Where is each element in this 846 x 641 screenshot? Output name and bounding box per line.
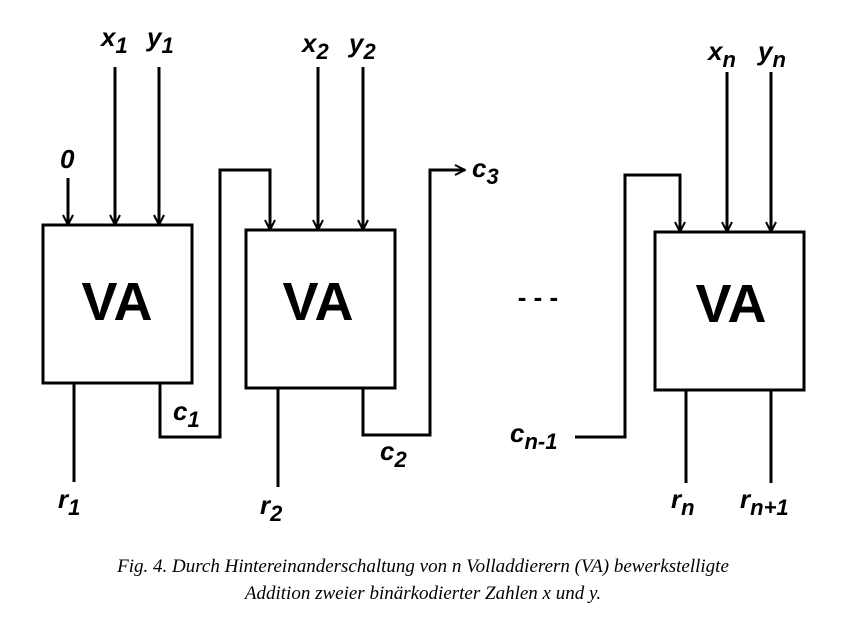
carry-in-label: 0 — [60, 144, 75, 174]
xn-label: xn — [706, 36, 736, 72]
carry-cn-1-wire — [575, 173, 680, 439]
carry-c1-wire — [158, 168, 270, 439]
c2-label: c2 — [380, 436, 407, 472]
y2-label: y2 — [347, 28, 376, 64]
x1-label: x1 — [99, 22, 128, 58]
r1-label: r1 — [58, 484, 80, 520]
ripple-carry-adder-diagram: VA x1 y1 0 r1 c1 VA x2 y2 r2 c2 c3 - - -… — [41, 22, 806, 526]
full-adder-n: VA xn yn rn rn+1 — [653, 36, 806, 520]
full-adder-1: VA x1 y1 0 r1 — [41, 22, 194, 520]
y1-label: y1 — [145, 22, 174, 58]
rn1-label: rn+1 — [740, 484, 789, 520]
c1-label: c1 — [173, 396, 200, 432]
rn-label: rn — [671, 484, 695, 520]
carry-c2-wire — [361, 170, 465, 437]
yn-label: yn — [756, 36, 786, 72]
adder-2-label: VA — [282, 272, 353, 332]
r2-label: r2 — [260, 490, 283, 526]
x2-label: x2 — [300, 28, 329, 64]
ellipsis: - - - — [518, 282, 558, 312]
full-adder-2: VA x2 y2 r2 — [244, 28, 397, 526]
adder-n-label: VA — [695, 274, 766, 334]
caption-line-2: Addition zweier binärkodierter Zahlen x … — [244, 583, 602, 604]
adder-1-label: VA — [81, 272, 152, 332]
caption-line-1: Fig. 4. Durch Hintereinanderschaltung vo… — [117, 556, 729, 577]
c3-label: c3 — [472, 153, 499, 189]
cn-1-label: cn-1 — [510, 418, 557, 454]
